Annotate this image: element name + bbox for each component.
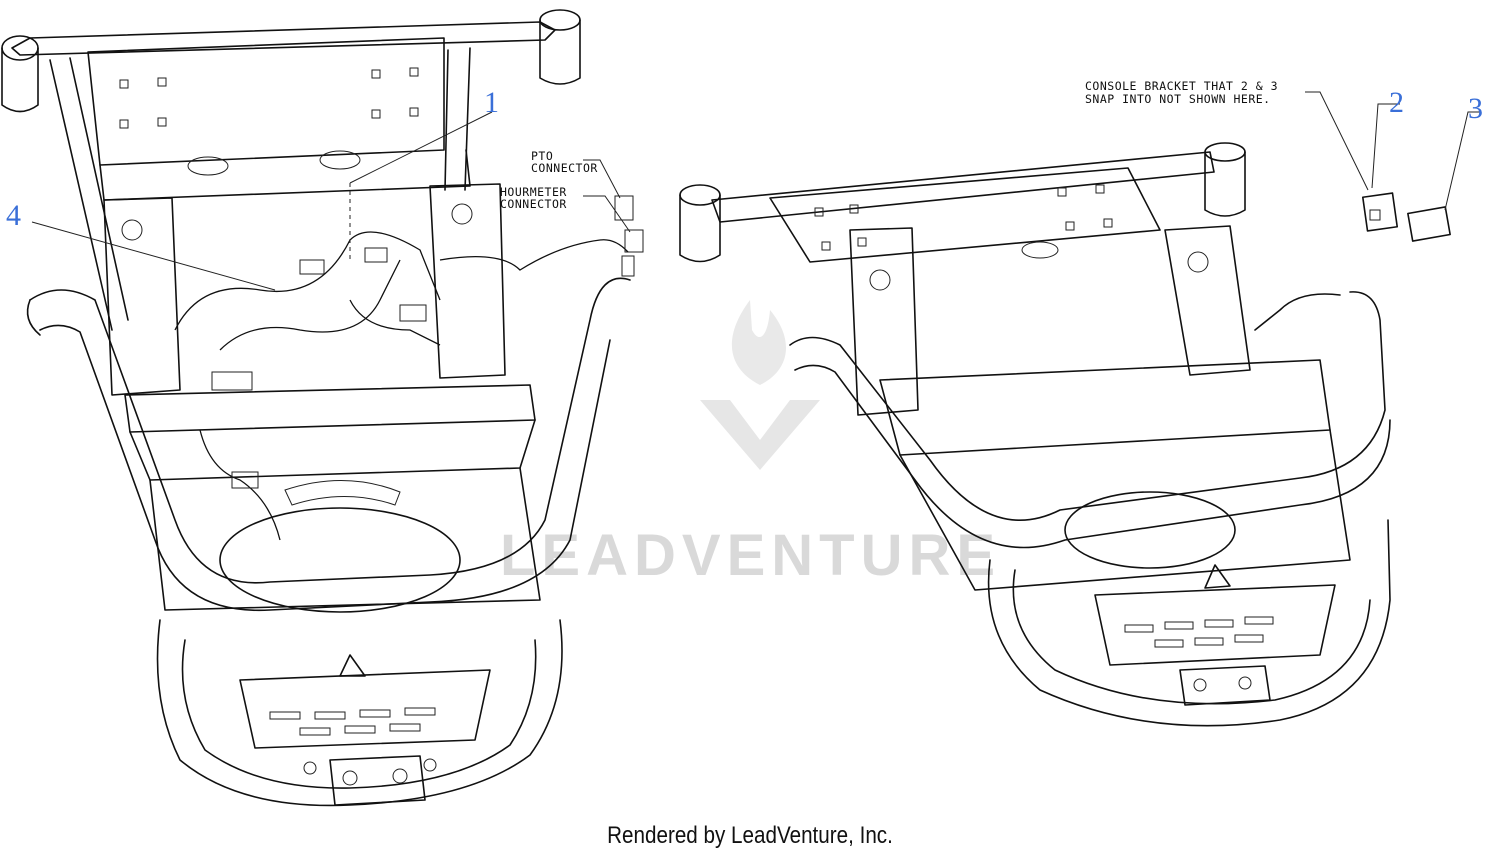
note-line1: CONSOLE BRACKET THAT 2 & 3 xyxy=(1085,79,1278,93)
callout-2: 2 xyxy=(1389,86,1404,119)
footer-credit: Rendered by LeadVenture, Inc. xyxy=(607,822,893,849)
right-tray-slots xyxy=(1124,616,1274,648)
back-panel-slots xyxy=(119,67,419,129)
callouts: 1 2 3 4 xyxy=(6,86,1483,232)
right-panel-slots xyxy=(814,184,1113,251)
pto-label-line2: CONNECTOR xyxy=(531,161,598,175)
watermark: LEADVENTURE xyxy=(500,300,1001,588)
pto-label-line1: PTO xyxy=(531,149,553,163)
watermark-text: LEADVENTURE xyxy=(500,523,1001,588)
callout-4: 4 xyxy=(6,199,21,232)
connector-labels: PTO CONNECTOR HOURMETER CONNECTOR xyxy=(500,149,598,211)
tray-slots xyxy=(269,707,436,736)
hourmeter-label-line1: HOURMETER xyxy=(500,185,567,199)
left-assembly-drawing xyxy=(1,9,644,807)
console-bracket-note: CONSOLE BRACKET THAT 2 & 3 SNAP INTO NOT… xyxy=(1085,79,1278,106)
callout-1: 1 xyxy=(484,86,499,119)
right-assembly-drawing xyxy=(679,142,1451,727)
note-line2: SNAP INTO NOT SHOWN HERE. xyxy=(1085,92,1271,106)
leader-lines xyxy=(31,91,1480,291)
hourmeter-label-line2: CONNECTOR xyxy=(500,197,567,211)
callout-3: 3 xyxy=(1468,92,1483,125)
